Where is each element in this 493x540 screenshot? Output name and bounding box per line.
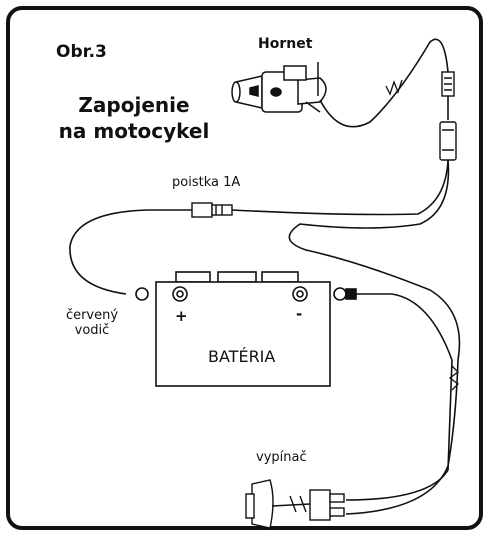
hornet-device: [231, 62, 327, 113]
fuse-holder: [191, 202, 233, 218]
diagram-title: Zapojenie na motocykel: [44, 92, 224, 144]
figure-number: Obr.3: [56, 42, 107, 62]
hornet-label: Hornet: [258, 36, 313, 52]
wires: [69, 38, 461, 515]
battery-minus-label: -: [296, 305, 303, 323]
red-wire-label-line-2: vodič: [74, 323, 110, 338]
red-wire-label: červený vodič: [52, 308, 132, 338]
switch-label: vypínač: [256, 450, 307, 465]
battery: [155, 271, 331, 387]
switch: [245, 479, 345, 529]
title-line-1: Zapojenie: [78, 93, 190, 117]
wire-break-marks: [385, 79, 459, 391]
connector-plug: [439, 71, 457, 161]
title-line-2: na motocykel: [58, 119, 210, 143]
battery-label: BATÉRIA: [208, 347, 276, 366]
red-wire-label-line-1: červený: [65, 308, 119, 323]
fuse-label: poistka 1A: [172, 175, 241, 190]
battery-plus-label: +: [175, 307, 188, 325]
battery-cable-rings: [135, 287, 357, 301]
